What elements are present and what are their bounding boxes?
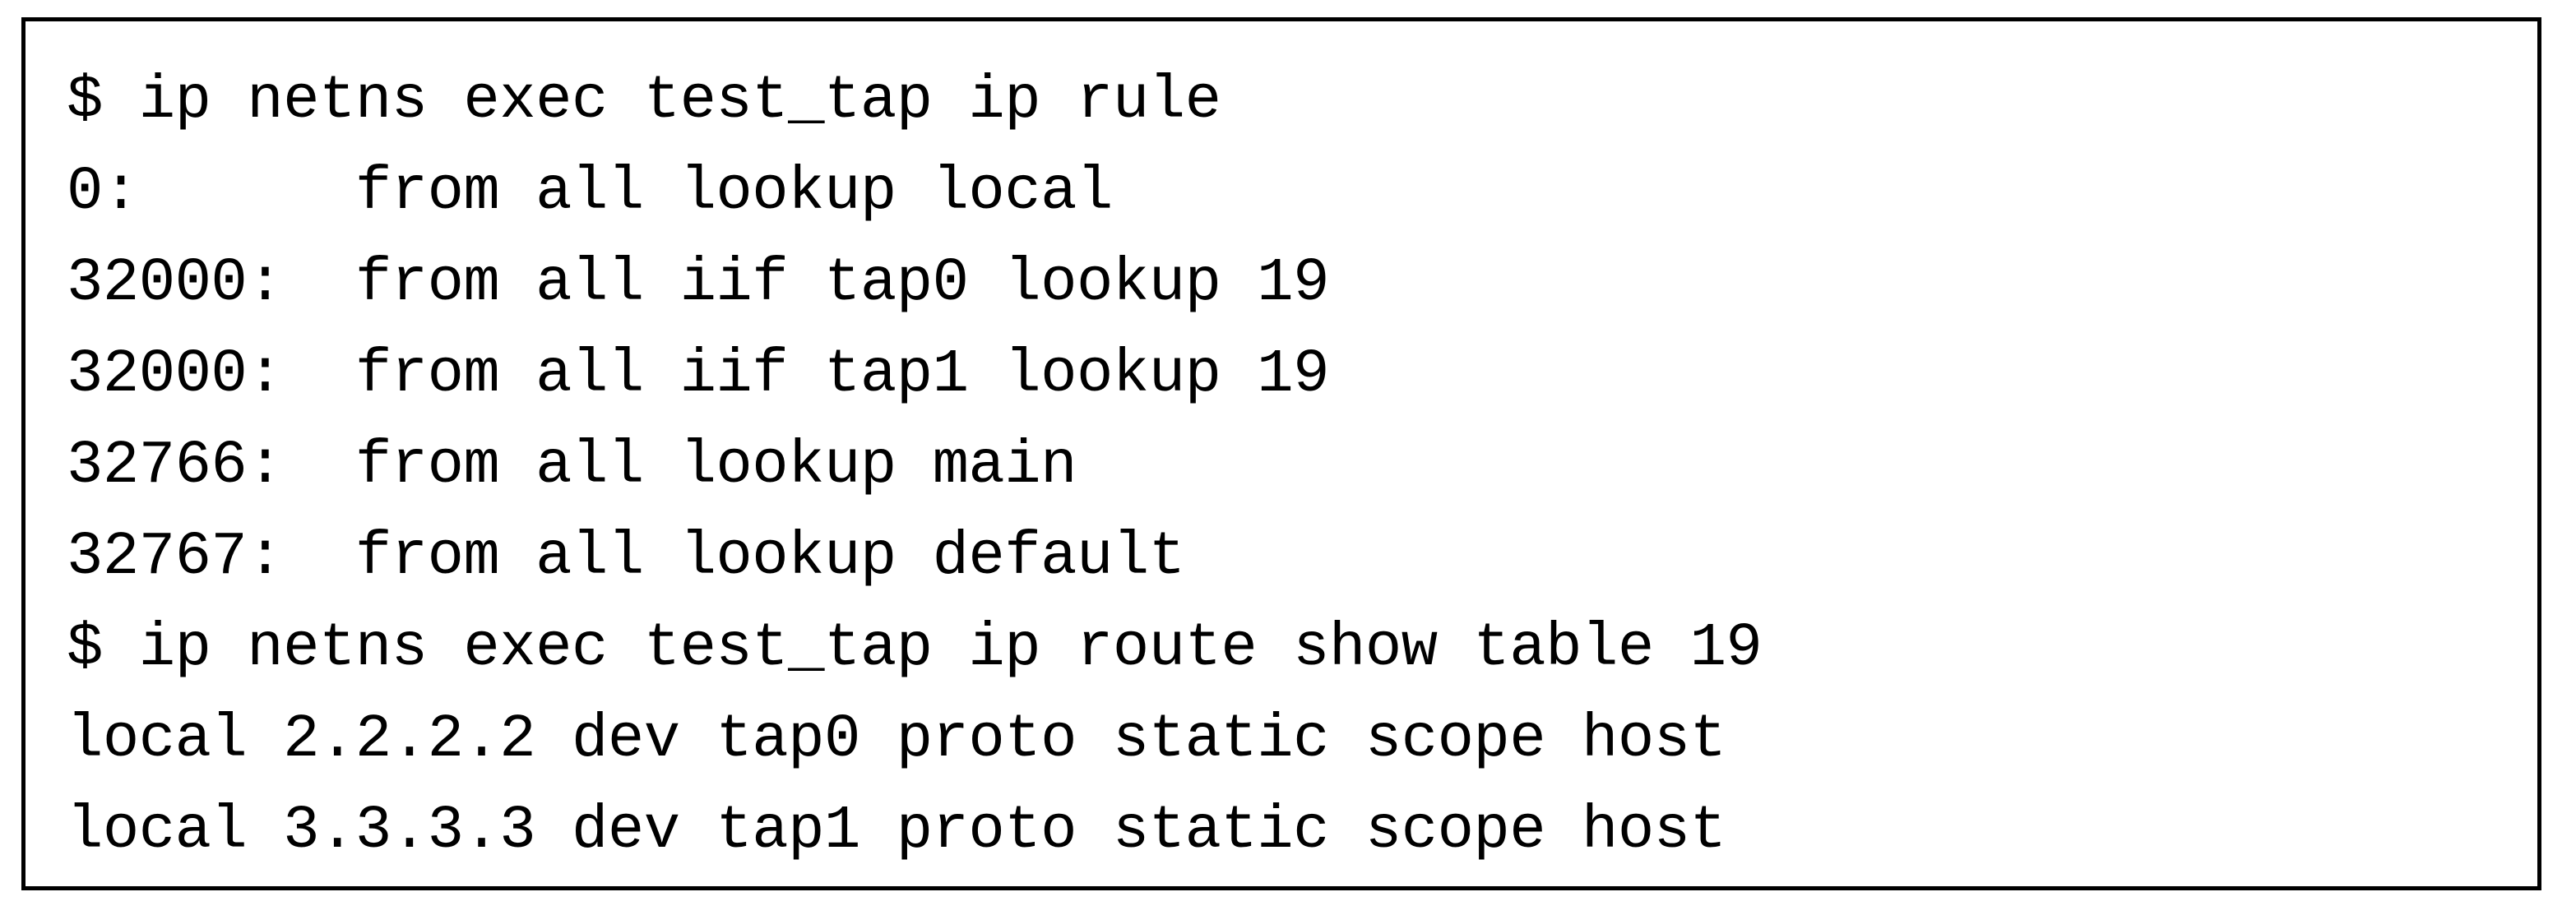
terminal-line: $ ip netns exec test_tap ip route show t… [67,614,1763,683]
terminal-output-frame: $ ip netns exec test_tap ip rule 0: from… [21,17,2541,890]
terminal-text-area[interactable]: $ ip netns exec test_tap ip rule 0: from… [67,56,2529,878]
terminal-line: 32000: from all iif tap0 lookup 19 [67,249,1330,318]
terminal-line: 0: from all lookup local [67,158,1113,227]
terminal-line: local 3.3.3.3 dev tap1 proto static scop… [67,797,1726,866]
terminal-line: $ ip netns exec test_tap ip rule [67,67,1221,136]
terminal-line: 32000: from all iif tap1 lookup 19 [67,340,1330,409]
terminal-line: local 2.2.2.2 dev tap0 proto static scop… [67,705,1726,774]
terminal-line: 32766: from all lookup main [67,432,1077,501]
terminal-line: 32767: from all lookup default [67,523,1185,592]
